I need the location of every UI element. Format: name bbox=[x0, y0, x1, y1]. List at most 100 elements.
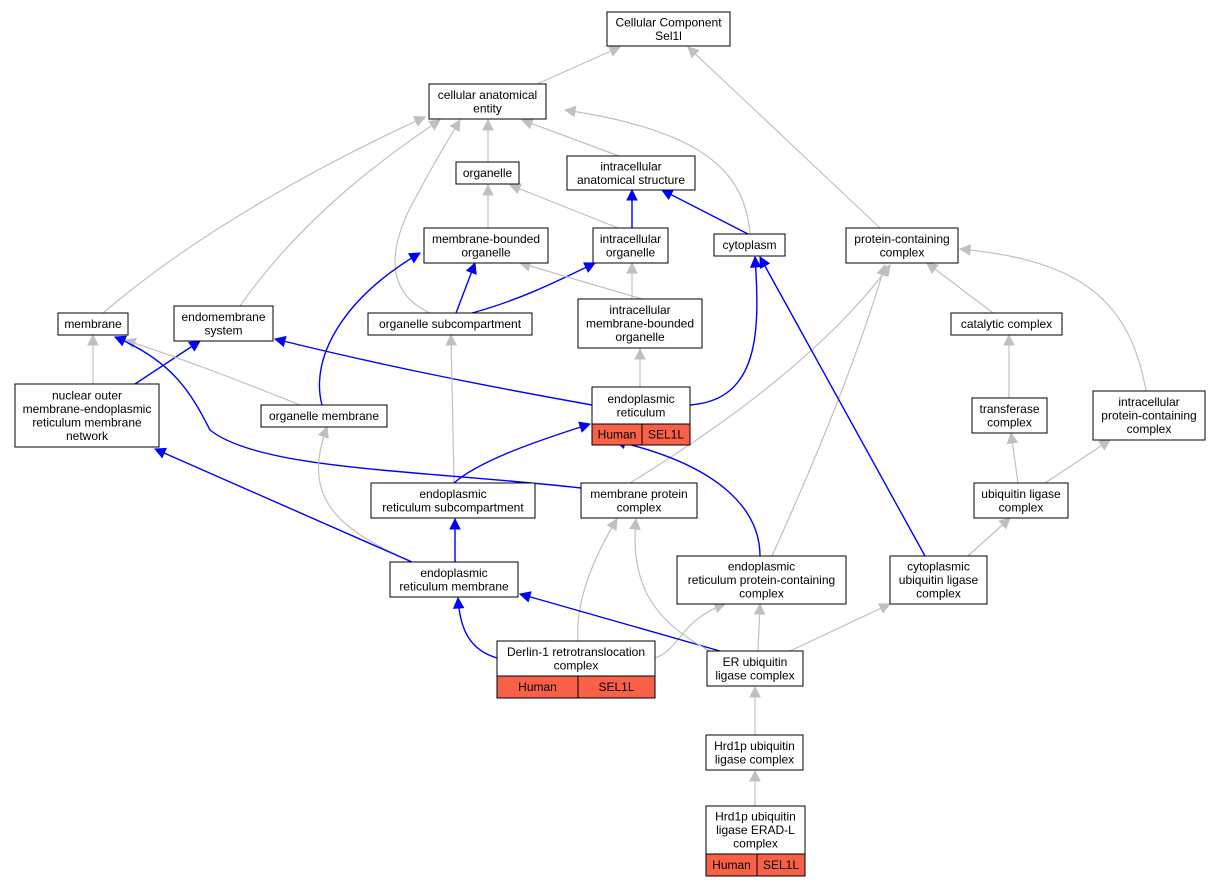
edge-part-of bbox=[689, 256, 758, 406]
edge-part-of bbox=[759, 256, 926, 557]
node-box bbox=[1092, 390, 1206, 441]
node-membrane[interactable]: membrane bbox=[57, 312, 129, 336]
edge-arrowhead bbox=[749, 255, 762, 268]
node-label-line: organelle bbox=[461, 245, 511, 259]
edge-arrowhead bbox=[998, 517, 1011, 530]
edge-arrowhead bbox=[608, 45, 622, 57]
node-catalytic[interactable]: catalytic complex bbox=[950, 312, 1063, 336]
node-box bbox=[973, 482, 1069, 519]
edge-arrowhead bbox=[408, 252, 421, 264]
edge-part-of bbox=[661, 189, 749, 235]
node-box bbox=[971, 397, 1048, 434]
edge-is-a bbox=[239, 119, 441, 307]
edge-arrowhead bbox=[449, 517, 461, 530]
node-label-line: protein-containing bbox=[1101, 409, 1196, 423]
node-box bbox=[889, 555, 988, 605]
node-box bbox=[57, 312, 129, 336]
node-label-line: membrane-bounded bbox=[432, 232, 540, 246]
node-label-line: cellular anatomical bbox=[438, 88, 537, 102]
node-label-line: entity bbox=[473, 101, 502, 115]
edges bbox=[87, 45, 1147, 806]
node-box bbox=[676, 555, 847, 605]
node-orgmem[interactable]: organelle membrane bbox=[260, 404, 388, 428]
edge-arrowhead bbox=[759, 256, 771, 269]
edge-arrowhead bbox=[629, 517, 641, 531]
annotation-species-label: Human bbox=[598, 428, 637, 442]
node-box bbox=[580, 482, 698, 519]
node-box bbox=[566, 155, 696, 191]
edge-is-a bbox=[509, 184, 619, 229]
node-box bbox=[14, 383, 160, 448]
edge-arrowhead bbox=[482, 183, 494, 196]
edge-part-of bbox=[519, 593, 721, 652]
node-cytoplasm[interactable]: cytoplasm bbox=[713, 233, 786, 257]
edge-arrowhead bbox=[188, 340, 201, 352]
node-box bbox=[455, 161, 520, 185]
edge-part-of bbox=[318, 252, 421, 406]
edge-is-a bbox=[959, 248, 1147, 392]
node-box bbox=[260, 404, 388, 428]
node-organelle[interactable]: organelle bbox=[455, 161, 520, 185]
node-label-line: reticulum subcompartment bbox=[382, 500, 524, 514]
node-label-line: intracellular bbox=[600, 232, 661, 246]
edge-is-a bbox=[1044, 439, 1111, 484]
annotation-species-label: Human bbox=[712, 858, 751, 872]
edge-arrowhead bbox=[518, 591, 532, 603]
edge-is-a bbox=[394, 119, 461, 314]
edge-arrowhead bbox=[428, 119, 441, 131]
node-osc[interactable]: organelle subcompartment bbox=[367, 312, 533, 336]
node-label-line: complex bbox=[916, 587, 961, 601]
edge-is-a bbox=[519, 262, 643, 300]
annotation-gene-label: SEL1L bbox=[598, 680, 634, 694]
node-box bbox=[705, 805, 806, 855]
annotation-species-label: Human bbox=[518, 680, 557, 694]
node-label-line: catalytic complex bbox=[961, 317, 1052, 331]
edge-arrowhead bbox=[1003, 333, 1015, 346]
node-label-line: intracellular bbox=[600, 159, 661, 173]
node-nucouter[interactable]: nuclear outermembrane-endoplasmicreticul… bbox=[14, 383, 160, 448]
node-box bbox=[496, 640, 656, 677]
edge-arrowhead bbox=[626, 188, 638, 201]
node-label-line: reticulum membrane bbox=[399, 579, 509, 593]
edge-is-a bbox=[124, 339, 301, 406]
edge-arrowhead bbox=[452, 596, 465, 609]
node-box bbox=[606, 11, 731, 47]
edge-is-a bbox=[102, 116, 426, 314]
edge-is-a bbox=[926, 262, 994, 314]
node-label-line: complex bbox=[880, 245, 925, 259]
edge-arrowhead bbox=[1098, 439, 1111, 451]
node-label-line: transferase bbox=[979, 402, 1039, 416]
node-label-line: reticulum bbox=[617, 405, 666, 419]
node-label-line: membrane protein bbox=[590, 487, 687, 501]
node-label-line: cytoplasm bbox=[722, 238, 776, 252]
node-label-line: ER ubiquitin bbox=[723, 655, 788, 669]
node-label-line: endoplasmic bbox=[607, 392, 674, 406]
edge-part-of bbox=[154, 448, 413, 563]
annotation-gene-cell bbox=[641, 423, 691, 446]
node-label-line: Hrd1p ubiquitin bbox=[714, 739, 795, 753]
node-box bbox=[591, 386, 691, 425]
